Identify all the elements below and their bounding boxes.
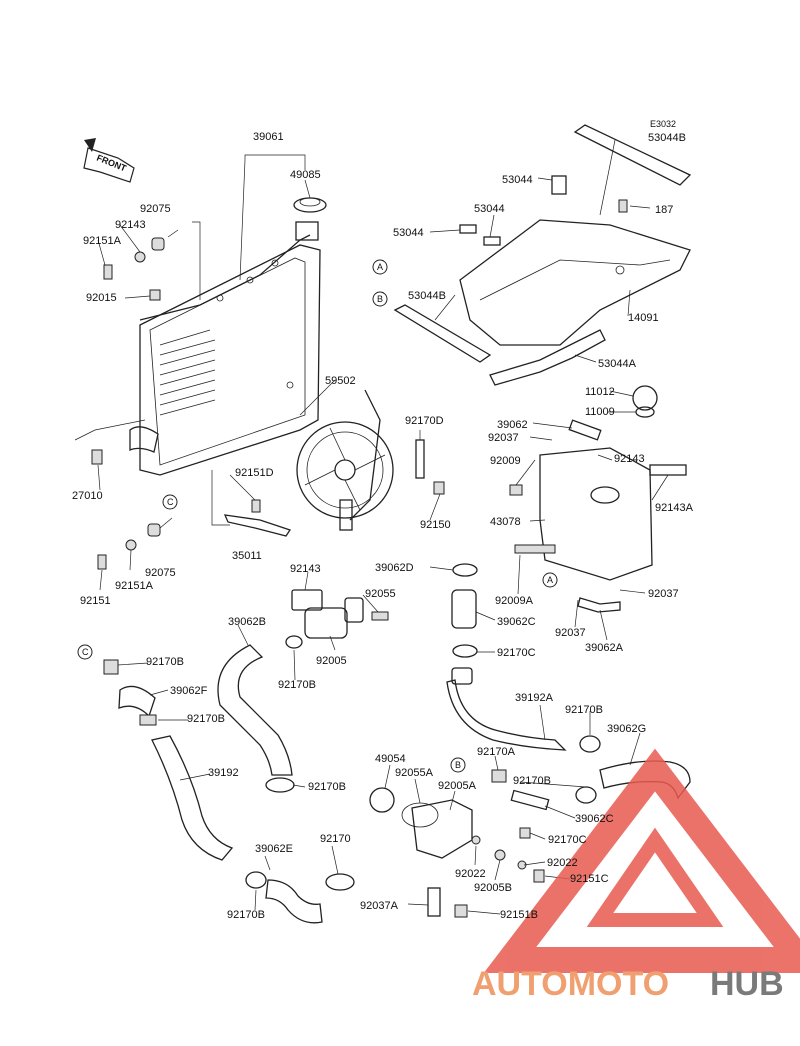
label-92022-b: 92022 <box>455 868 486 880</box>
label-49054: 49054 <box>375 753 406 765</box>
callout-c-left: C <box>77 644 93 660</box>
label-92150: 92150 <box>420 519 451 531</box>
label-39062F: 39062F <box>170 685 208 697</box>
label-11012: 11012 <box>585 386 615 398</box>
callout-a-top: A <box>372 259 388 275</box>
callout-c-mid: C <box>162 494 178 510</box>
label-92009A: 92009A <box>495 595 534 607</box>
label-92170B-left2: 92170B <box>187 713 225 725</box>
hose-clip <box>415 439 425 479</box>
small-parts-left <box>91 237 292 570</box>
water-pump <box>369 735 691 918</box>
label-92170B-bottom: 92170B <box>227 909 265 921</box>
hoses-left <box>103 644 355 924</box>
label-39062: 39062 <box>497 419 528 431</box>
label-92037A: 92037A <box>360 900 399 912</box>
label-92143-bottom: 92151A <box>115 580 154 592</box>
label-92170A: 92170A <box>477 746 516 758</box>
radiator <box>129 197 327 476</box>
svg-text:C: C <box>82 647 89 657</box>
label-49085: 49085 <box>290 169 321 181</box>
label-92170B-right: 92170B <box>565 704 603 716</box>
label-53044A: 53044A <box>598 358 637 370</box>
label-92143A: 92143A <box>655 502 694 514</box>
label-39192: 39192 <box>208 767 239 779</box>
label-92015: 92015 <box>86 292 117 304</box>
label-39062E: 39062E <box>255 843 293 855</box>
label-92151C: 92151C <box>570 873 609 885</box>
label-39062A: 39062A <box>585 642 624 654</box>
label-92055A: 92055A <box>395 767 434 779</box>
label-39062D: 39062C <box>497 616 536 628</box>
label-39192A: 39192A <box>515 692 554 704</box>
label-92170D: 92170D <box>405 415 444 427</box>
callout-b-bottom: B <box>450 757 466 773</box>
label-92151A-bottom: 92151 <box>80 595 111 607</box>
svg-text:B: B <box>377 294 383 304</box>
label-92170C: 92170C <box>548 834 587 846</box>
label-92037-c: 92037 <box>555 627 586 639</box>
svg-text:A: A <box>377 262 383 272</box>
hoses-middle <box>446 563 567 751</box>
label-14091: 14091 <box>628 312 659 324</box>
svg-text:C: C <box>167 497 174 507</box>
under-cover <box>393 124 692 386</box>
leader-lines <box>74 139 669 915</box>
part-labels: 53044B 39061 49085 92075 92143 92151A 92… <box>72 131 694 921</box>
svg-text:A: A <box>547 575 553 585</box>
label-92170B-hose: 92170B <box>278 679 316 691</box>
label-92170B-d: 92170C <box>497 647 536 659</box>
front-arrow-icon: FRONT <box>83 138 135 183</box>
label-39061: 39061 <box>253 131 284 143</box>
label-92151D: 92151D <box>235 467 274 479</box>
callout-b-top: B <box>372 291 388 307</box>
thermostat-housing <box>285 589 389 649</box>
label-53044-a: 53044 <box>502 174 533 186</box>
label-92151A-top: 92151A <box>83 235 122 247</box>
label-53044B-top: 53044B <box>648 132 686 144</box>
label-35011: 35011 <box>232 550 262 562</box>
label-39062B: 39062B <box>228 616 266 628</box>
label-92037-a: 92037 <box>488 432 519 444</box>
label-27010: 27010 <box>72 490 103 502</box>
label-39062C-visible: 39062C <box>575 813 614 825</box>
cooling-fan <box>296 389 394 531</box>
label-187: 187 <box>655 204 673 216</box>
label-92009: 92009 <box>490 455 521 467</box>
label-92170B-hose2: 92170B <box>308 781 346 793</box>
label-92151B: 92151B <box>500 909 538 921</box>
svg-text:B: B <box>455 760 461 770</box>
label-92170B-left: 92170B <box>146 656 184 668</box>
label-92143-right: 92143 <box>614 453 645 465</box>
label-43078: 43078 <box>490 516 521 528</box>
callout-a-right: A <box>542 572 558 588</box>
watermark-text-a: AUTOMOTO <box>472 965 669 1003</box>
watermark-logo <box>483 748 800 973</box>
bolt <box>433 481 445 495</box>
label-92037-b: 92037 <box>648 588 679 600</box>
label-92022-a: 92022 <box>547 857 578 869</box>
label-92055: 92143 <box>290 563 321 575</box>
label-92005B: 92005B <box>474 882 512 894</box>
label-92075-bottom: 92075 <box>145 567 176 579</box>
watermark-text-b: HUB <box>710 965 784 1003</box>
label-59502: 59502 <box>325 375 356 387</box>
label-92005A: 92005A <box>438 780 477 792</box>
label-53044-c: 53044 <box>393 227 424 239</box>
label-92143-top: 92143 <box>115 219 146 231</box>
label-92075-top: 92075 <box>140 203 171 215</box>
label-92151-visible: 92055 <box>365 588 396 600</box>
label-92005: 92005 <box>316 655 347 667</box>
label-92170: 92170 <box>320 833 351 845</box>
label-11009: 11009 <box>585 406 615 418</box>
reservoir-tank <box>509 385 687 613</box>
label-53044-b: 53044 <box>474 203 505 215</box>
label-92170B-mid: 39062D <box>375 562 414 574</box>
label-92170B-pump: 92170B <box>513 775 551 787</box>
diagram-code: E3032 <box>650 119 676 129</box>
label-53044B: 53044B <box>408 290 446 302</box>
label-39062G: 39062G <box>607 723 646 735</box>
